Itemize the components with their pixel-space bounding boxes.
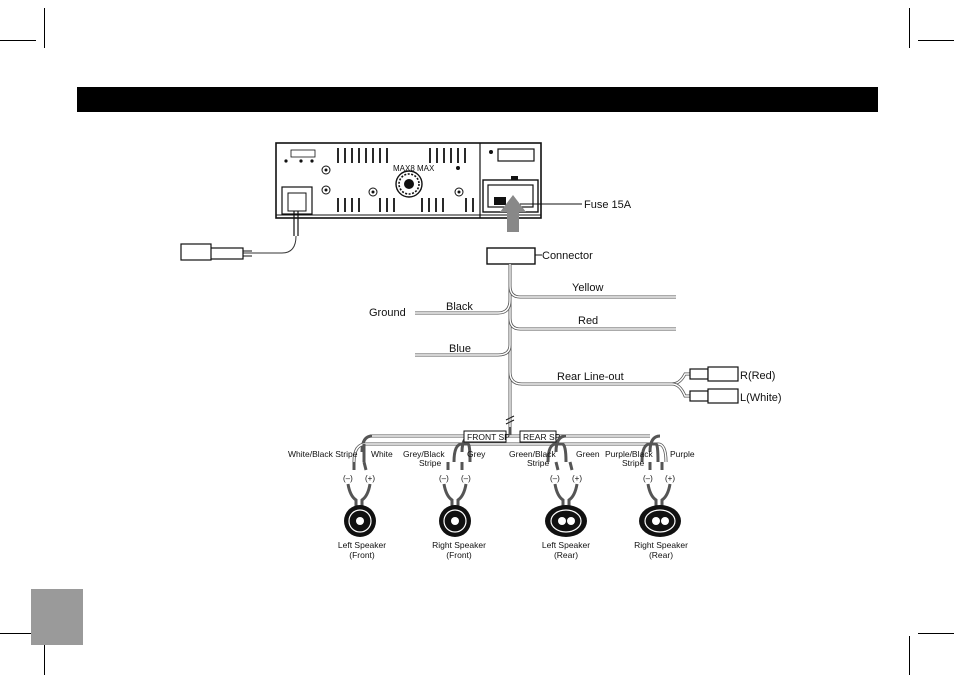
polarity-plus: (+) <box>365 474 375 483</box>
yellow-wire-label: Yellow <box>572 282 603 294</box>
crop-mark <box>909 8 910 48</box>
polarity-minus: (–) <box>643 474 653 483</box>
wire-label-grey: Grey <box>467 449 486 459</box>
crop-mark <box>44 8 45 48</box>
crop-mark <box>909 636 910 675</box>
polarity-minus: (–) <box>461 474 471 483</box>
speaker-caption-line1: Right Speaker <box>634 540 688 550</box>
speaker-caption-line2: (Rear) <box>649 550 673 560</box>
polarity-minus: (–) <box>343 474 353 483</box>
black-wire-label: Black <box>446 301 473 313</box>
rca-right-label: R(Red) <box>740 370 775 382</box>
polarity-plus: (+) <box>665 474 675 483</box>
speaker-caption-line2: (Front) <box>446 550 472 560</box>
fuse-pointer: Fuse 15A <box>500 195 632 232</box>
unit-marking: MAX8 MAX <box>393 164 435 173</box>
connector-label: Connector <box>542 250 593 262</box>
front-sp-tag: FRONT SP <box>467 432 510 442</box>
rear-lineout-label: Rear Line-out <box>557 371 624 383</box>
polarity-minus: (–) <box>550 474 560 483</box>
wire-label-green-black-stripe: Stripe <box>527 458 549 468</box>
fuse-label: Fuse 15A <box>584 199 632 211</box>
speaker-caption-line2: (Rear) <box>554 550 578 560</box>
wire-label-grey-black-stripe: Stripe <box>419 458 441 468</box>
speaker-right-rear <box>639 505 681 537</box>
polarity-minus: (–) <box>439 474 449 483</box>
antenna-plug <box>180 235 297 261</box>
speaker-left-rear <box>545 505 587 537</box>
wire-label-green-black: Green/Black <box>509 449 557 459</box>
speaker-left-front <box>344 505 376 537</box>
wire-label-white-black: White/Black Stripe <box>288 449 358 459</box>
ground-label: Ground <box>369 307 406 319</box>
crop-mark <box>0 40 36 41</box>
rca-left-label: L(White) <box>740 392 782 404</box>
page-tab <box>31 589 83 645</box>
wire-label-green: Green <box>576 449 600 459</box>
speaker-caption-line1: Left Speaker <box>542 540 590 550</box>
crop-mark <box>0 633 36 634</box>
red-wire-label: Red <box>578 315 598 327</box>
crop-mark <box>918 40 954 41</box>
wire-label-white: White <box>371 449 393 459</box>
speaker-leads <box>346 461 672 506</box>
speaker-right-front <box>439 505 471 537</box>
speaker-caption-line1: Left Speaker <box>338 540 386 550</box>
harness-wires <box>352 264 739 463</box>
rear-sp-tag: REAR SP <box>523 432 561 442</box>
connector: Connector <box>486 247 593 265</box>
speaker-caption-line1: Right Speaker <box>432 540 486 550</box>
polarity-plus: (+) <box>572 474 582 483</box>
wire-label-purple-black: Purple/Black <box>605 449 653 459</box>
wire-label-purple-black-stripe: Stripe <box>622 458 644 468</box>
head-unit-rear: MAX8 MAX <box>275 142 542 236</box>
crop-mark <box>44 636 45 675</box>
section-header-bar <box>77 87 878 112</box>
wire-label-grey-black: Grey/Black <box>403 449 445 459</box>
speaker-caption-line2: (Front) <box>349 550 375 560</box>
blue-wire-label: Blue <box>449 343 471 355</box>
crop-mark <box>918 633 954 634</box>
wire-label-purple: Purple <box>670 449 695 459</box>
